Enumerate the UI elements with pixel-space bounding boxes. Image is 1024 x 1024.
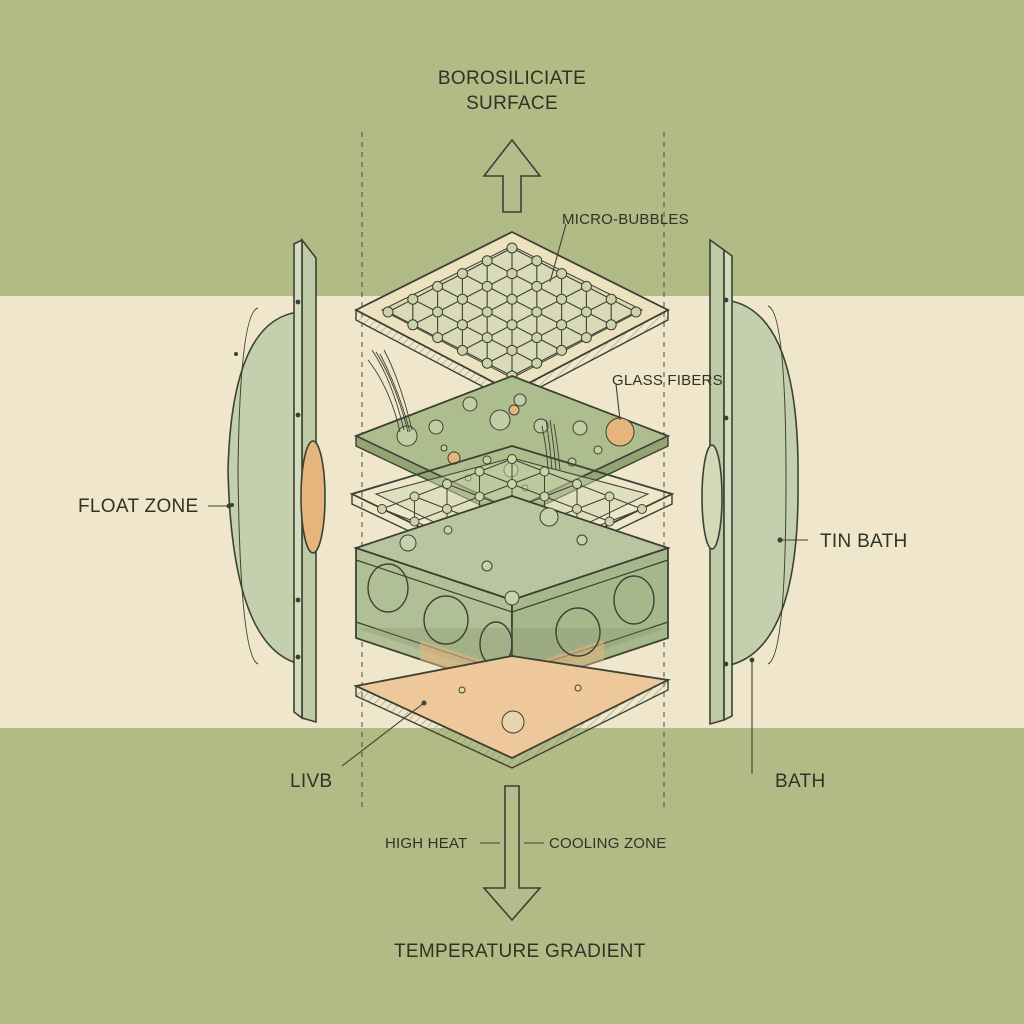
down-arrow-icon	[482, 785, 542, 922]
lattice-node	[637, 504, 647, 514]
lattice-node	[474, 491, 485, 502]
lattice-node	[506, 242, 518, 254]
lattice-node	[506, 293, 518, 305]
lattice-node	[556, 319, 568, 331]
lattice-node	[409, 516, 420, 527]
lattice-node	[531, 332, 543, 344]
right-tin-bath-panel	[701, 238, 799, 726]
lattice-node	[507, 479, 517, 489]
lattice-node	[580, 306, 592, 318]
lattice-node	[539, 491, 550, 502]
lattice-node	[531, 357, 543, 369]
lattice-node	[382, 306, 394, 318]
lattice-node	[432, 280, 444, 292]
lattice-node	[507, 454, 517, 464]
up-arrow-icon	[482, 138, 542, 213]
bubble-sheet-layer	[353, 349, 671, 521]
lattice-node	[456, 293, 468, 305]
lattice-node	[572, 504, 582, 514]
lattice-node	[556, 293, 568, 305]
label-temperature-gradient: TEMPERATURE GRADIENT	[394, 941, 646, 962]
lattice-node	[506, 268, 518, 280]
label-livb: LIVB	[290, 771, 333, 792]
label-glass-fibers: GLASS FIBERS	[612, 372, 723, 389]
lattice-node	[539, 466, 550, 477]
lattice-node	[572, 479, 582, 489]
glass-fiber-strands	[367, 349, 561, 471]
lattice-node	[556, 344, 568, 356]
lattice-node	[605, 319, 617, 331]
lattice-node	[531, 280, 543, 292]
lattice-node	[474, 466, 485, 477]
title-borosilicate-surface: BOROSILICIATE SURFACE	[412, 66, 612, 116]
lattice-node	[481, 306, 493, 318]
lattice-node	[604, 491, 615, 502]
label-high-heat: HIGH HEAT	[385, 835, 468, 852]
label-tin-bath: TIN BATH	[820, 531, 908, 552]
lattice-node	[456, 268, 468, 280]
lattice-node	[407, 293, 419, 305]
lattice-node	[604, 516, 615, 527]
lattice-node	[481, 332, 493, 344]
lattice-layer-top	[354, 230, 670, 403]
lattice-node	[432, 306, 444, 318]
label-micro-bubbles: MICRO-BUBBLES	[562, 211, 689, 228]
lattice-node	[481, 255, 493, 267]
left-float-zone-panel	[227, 237, 326, 724]
lattice-node	[432, 332, 444, 344]
lattice-node	[442, 479, 452, 489]
lattice-node	[456, 319, 468, 331]
label-cooling-zone: COOLING ZONE	[549, 835, 667, 852]
lattice-node	[531, 306, 543, 318]
lattice-node	[481, 280, 493, 292]
lattice-node	[506, 319, 518, 331]
title-line-2: SURFACE	[466, 93, 558, 114]
lattice-node	[456, 344, 468, 356]
livb-base-layer	[353, 655, 671, 769]
label-bath: BATH	[775, 771, 826, 792]
leader-lines	[208, 223, 808, 844]
lattice-node	[481, 357, 493, 369]
lattice-node	[605, 293, 617, 305]
lattice-node	[407, 319, 419, 331]
lattice-node	[580, 280, 592, 292]
lattice-node	[531, 255, 543, 267]
title-line-1: BOROSILICIATE	[437, 68, 587, 89]
lattice-node	[506, 344, 518, 356]
lattice-node	[630, 306, 642, 318]
lattice-node	[580, 332, 592, 344]
label-float-zone: FLOAT ZONE	[78, 496, 199, 517]
lattice-node	[377, 504, 387, 514]
lattice-node	[556, 268, 568, 280]
lattice-node	[409, 491, 420, 502]
thick-block-layer	[353, 495, 671, 692]
lattice-node	[442, 504, 452, 514]
